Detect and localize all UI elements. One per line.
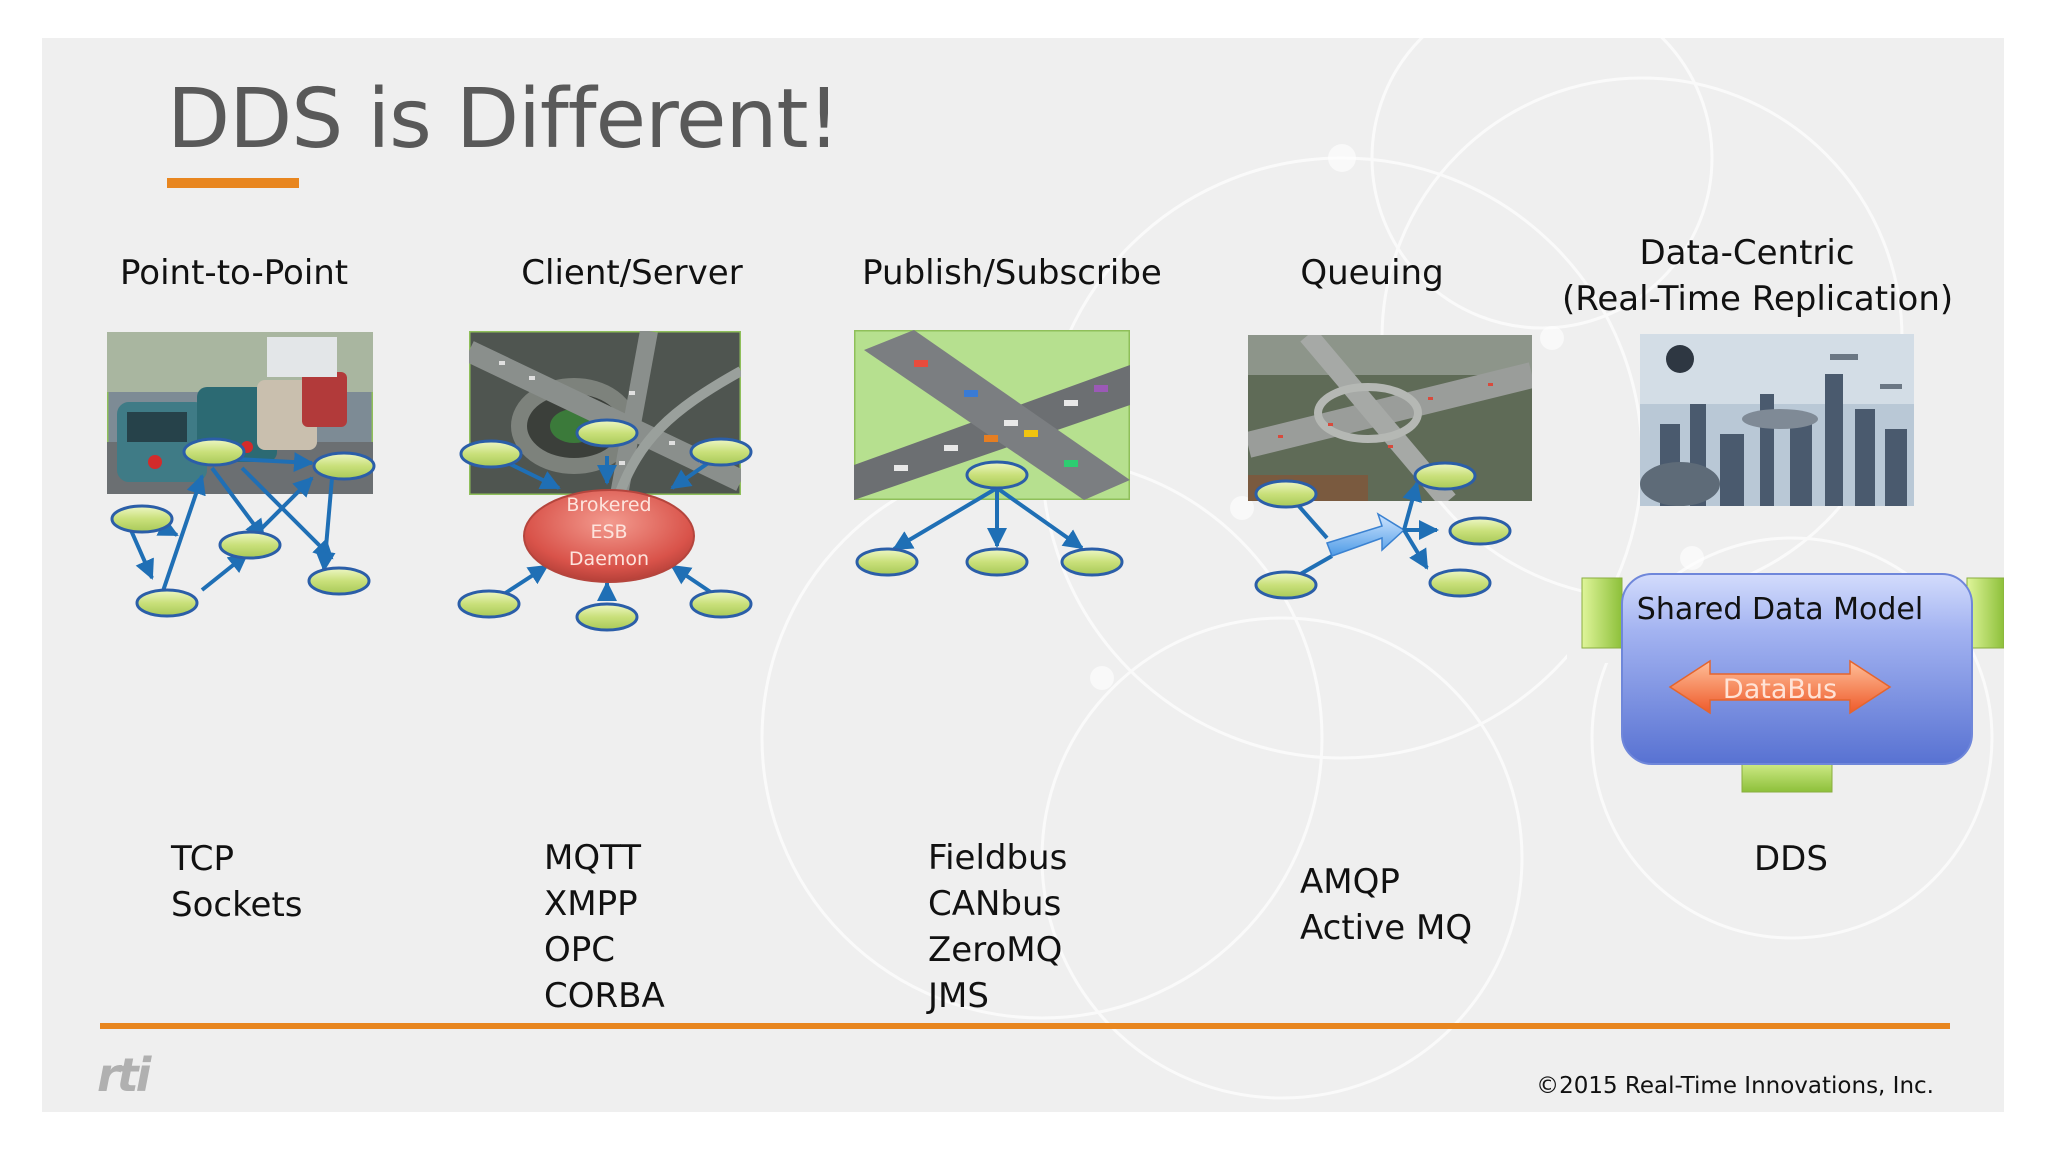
- publish-subscribe-diagram: [855, 460, 1124, 577]
- protocol-item: JMS: [928, 976, 989, 1016]
- databus-label: DataBus: [1723, 674, 1837, 705]
- photo-interchange: [1248, 335, 1532, 501]
- heading-data-centric-line1: Data-Centric: [1639, 233, 1855, 273]
- bottom-rule: [100, 1023, 1950, 1029]
- heading-data-centric-line2: (Real-Time Replication): [1562, 279, 1954, 319]
- protocols-data-centric: DDS: [1754, 836, 1828, 882]
- protocols-publish-subscribe: Fieldbus CANbus ZeroMQ JMS: [928, 835, 1067, 1019]
- p2p-node: [110, 437, 376, 618]
- shared-data-model-box: [1621, 573, 1973, 765]
- side-block-right: [1966, 577, 2004, 649]
- client-server-diagram: Brokered ESB Daemon: [457, 418, 753, 632]
- protocol-item: CORBA: [544, 976, 665, 1016]
- heading-queuing: Queuing: [1300, 253, 1444, 293]
- broker-daemon: [523, 489, 695, 583]
- protocol-item: ZeroMQ: [928, 930, 1063, 970]
- copyright-text: ©2015 Real-Time Innovations, Inc.: [1536, 1073, 1934, 1099]
- protocol-item: MQTT: [544, 838, 642, 878]
- pubsub-node: [855, 460, 1124, 577]
- queue-arrow: [1326, 512, 1406, 557]
- protocols-queuing: AMQP Active MQ: [1300, 859, 1472, 951]
- protocol-item: TCP: [171, 839, 235, 879]
- client-node: [457, 418, 753, 632]
- shared-data-model-label: Shared Data Model: [1637, 592, 1923, 627]
- slide: DDS is Different! Point-to-Point Client/…: [42, 38, 2004, 1112]
- heading-data-centric: Data-Centric (Real-Time Replication): [1562, 230, 1954, 322]
- protocol-item: XMPP: [544, 884, 638, 924]
- side-block-left: [1581, 577, 1623, 649]
- slide-title: DDS is Different!: [167, 72, 840, 167]
- photo-futuristic-city: [1640, 334, 1914, 506]
- protocols-client-server: MQTT XMPP OPC CORBA: [544, 835, 665, 1019]
- protocol-item: OPC: [544, 930, 616, 970]
- protocol-item: DDS: [1754, 839, 1828, 879]
- broker-label-line3: Daemon: [569, 548, 649, 570]
- broker-label-line1: Brokered: [566, 494, 651, 516]
- protocols-point-to-point: TCP Sockets: [171, 836, 303, 928]
- heading-point-to-point: Point-to-Point: [120, 253, 349, 293]
- title-underline: [167, 178, 299, 188]
- heading-client-server: Client/Server: [521, 253, 743, 293]
- protocol-item: Active MQ: [1300, 908, 1473, 948]
- heading-publish-subscribe: Publish/Subscribe: [862, 253, 1162, 293]
- protocol-item: Fieldbus: [928, 838, 1068, 878]
- point-to-point-diagram: [110, 437, 376, 618]
- broker-label-line2: ESB: [590, 521, 627, 543]
- rti-logo: rti: [97, 1048, 151, 1102]
- protocol-item: Sockets: [171, 885, 303, 925]
- data-centric-drawing: Shared Data Model DataBus: [1567, 573, 2004, 793]
- protocol-item: AMQP: [1300, 862, 1400, 902]
- protocol-item: CANbus: [928, 884, 1062, 924]
- databus-arrow: [1668, 659, 1892, 715]
- queuing-diagram: [1254, 461, 1512, 600]
- queue-node: [1254, 461, 1512, 600]
